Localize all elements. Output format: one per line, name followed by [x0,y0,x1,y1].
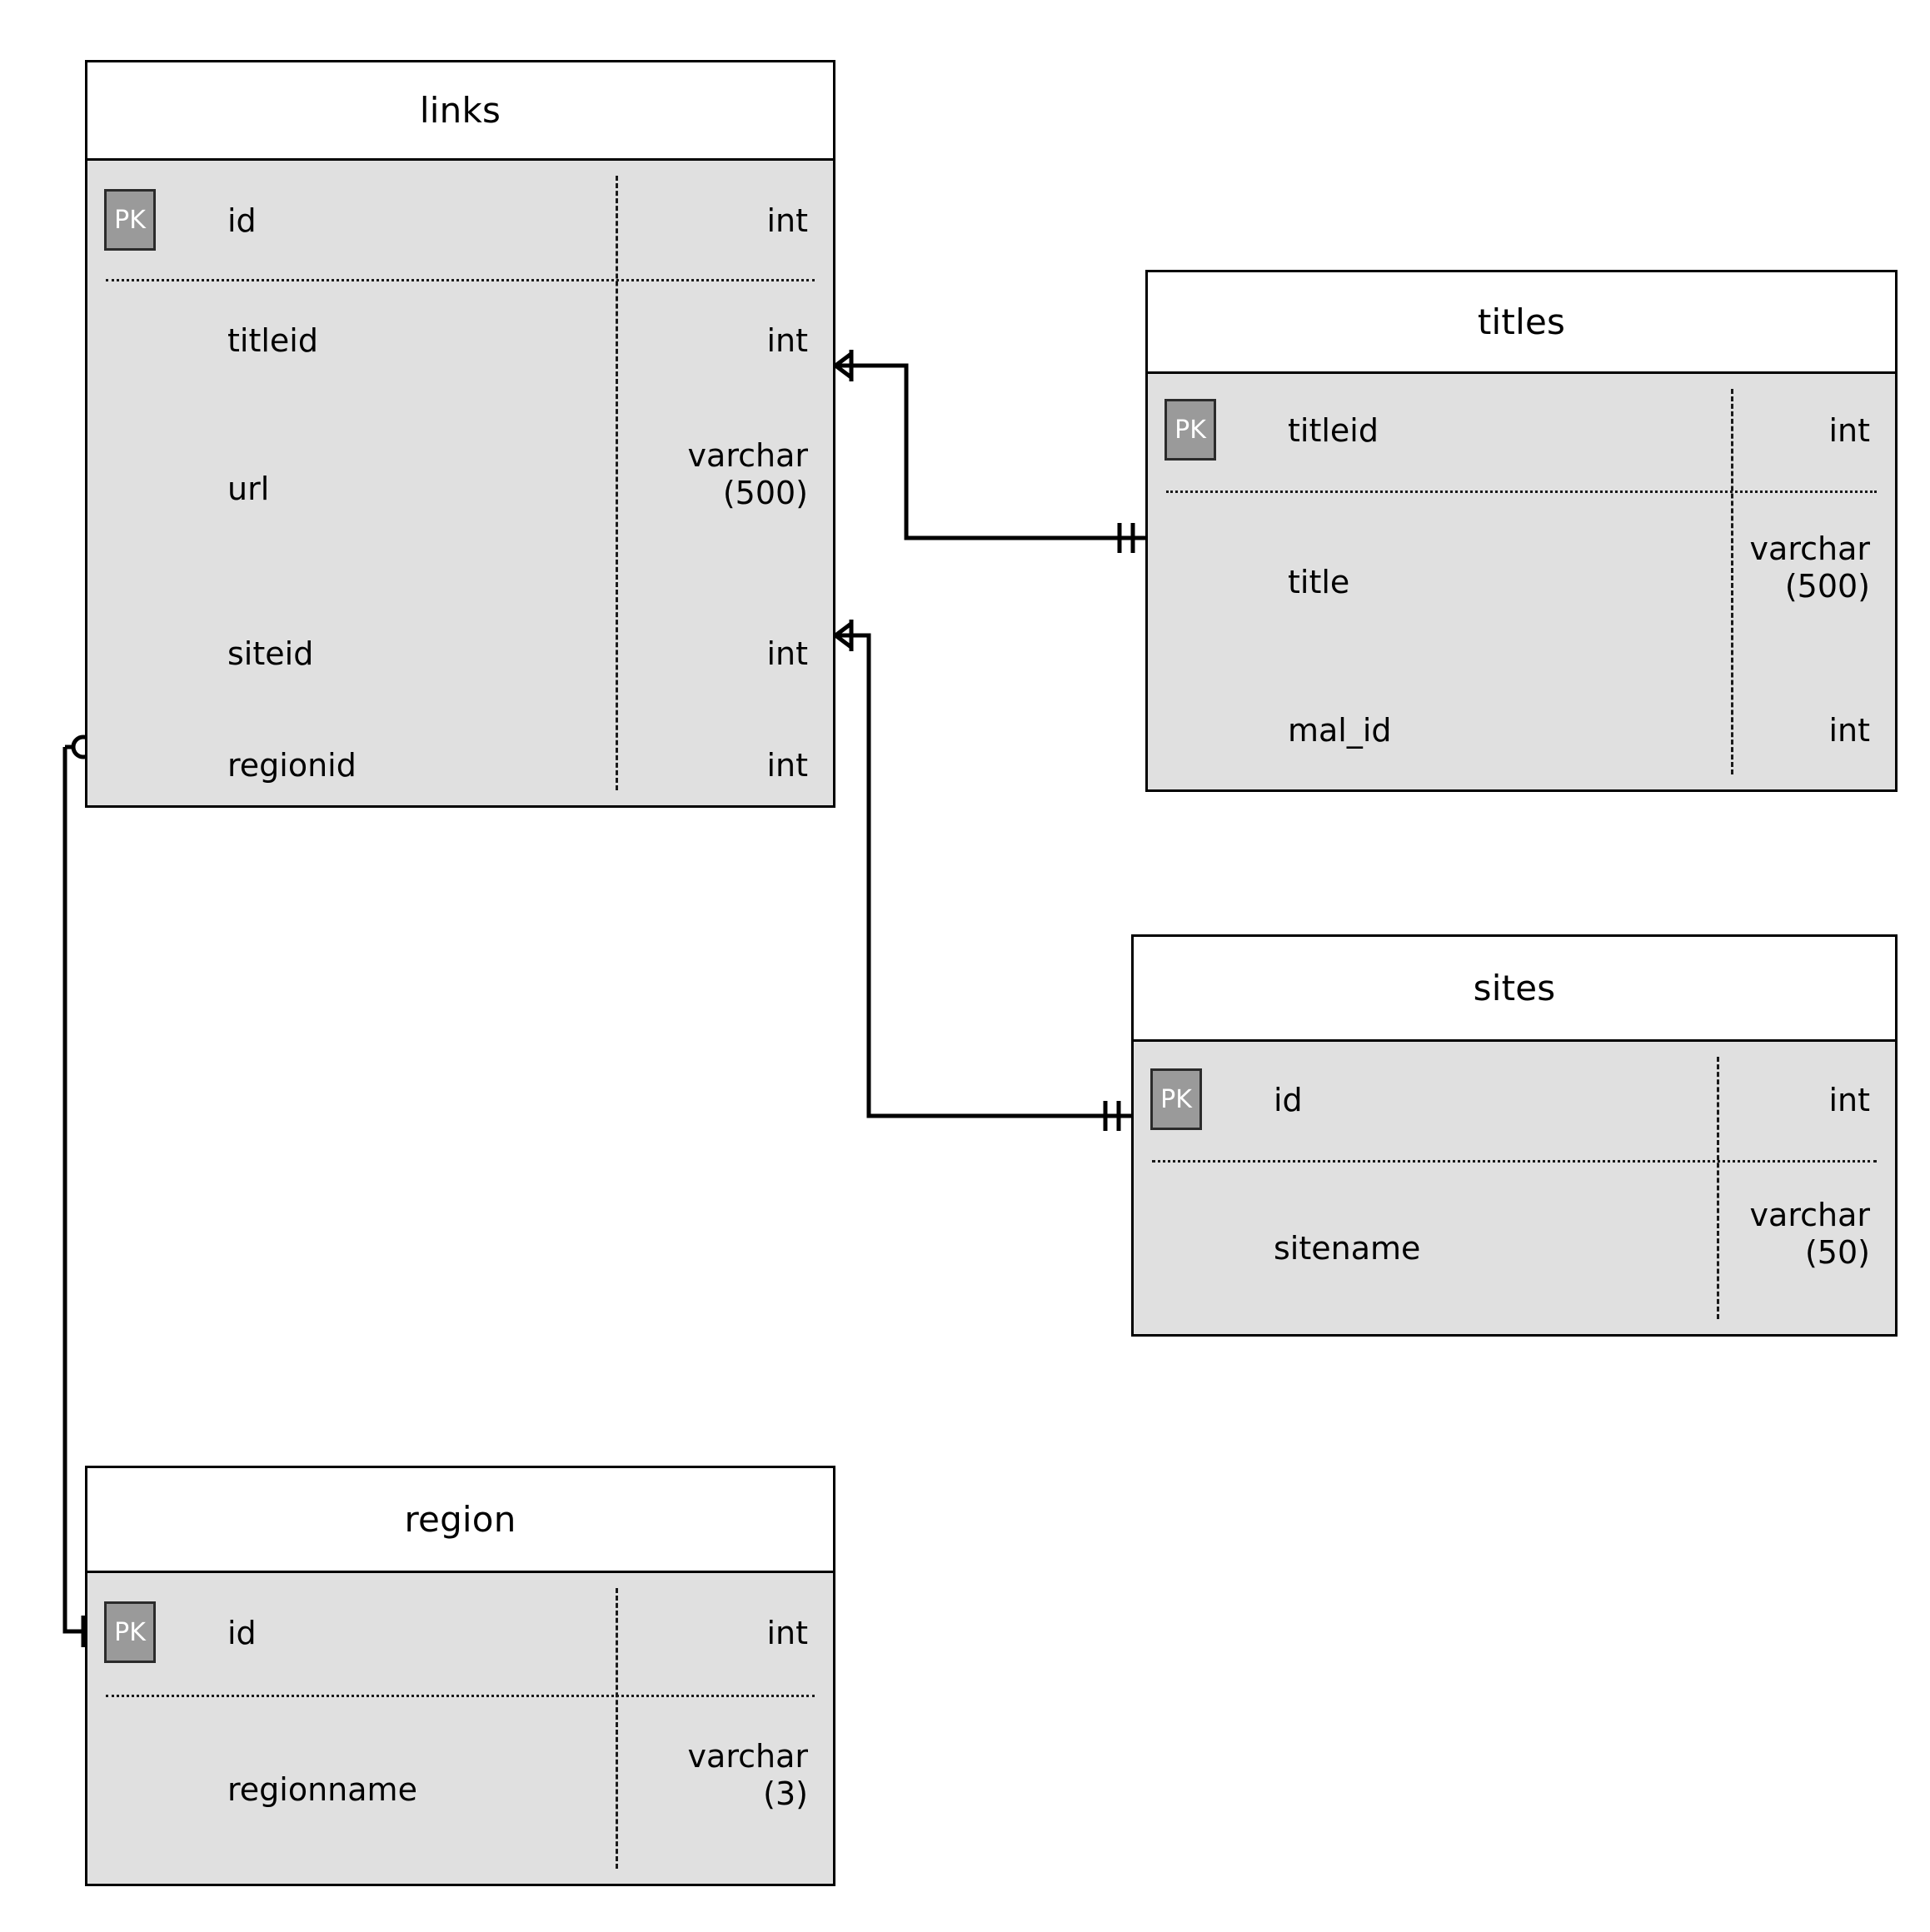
attribute-type: varchar (50) [1749,1197,1870,1271]
attribute-row[interactable]: regionname varchar (3) [87,1695,833,1881]
attribute-name: id [227,202,257,239]
attribute-name: regionid [227,747,357,784]
attribute-type: int [766,635,808,672]
relationship-line [852,633,1131,1118]
attribute-row[interactable]: PK id int [87,161,833,279]
entity-links-title: links [87,62,833,161]
attribute-row[interactable]: title varchar (500) [1148,490,1895,672]
pk-separator [1166,490,1877,493]
attribute-name: siteid [227,635,314,672]
pk-badge: PK [1150,1068,1202,1130]
column-separator [616,1588,618,1869]
pk-badge: PK [104,1601,156,1663]
entity-sites[interactable]: sites PK id int sitename varchar (50) [1131,934,1898,1337]
attribute-row[interactable]: siteid int [87,579,833,727]
attribute-row[interactable]: url varchar (500) [87,399,833,579]
entity-region-body: PK id int regionname varchar (3) [87,1573,833,1884]
pk-separator [106,1695,815,1697]
pk-separator [1152,1160,1877,1163]
pk-badge: PK [104,189,156,251]
attribute-name: sitename [1274,1230,1421,1267]
attribute-row[interactable]: sitename varchar (50) [1134,1160,1895,1335]
column-separator [1731,389,1733,774]
attribute-row[interactable]: mal_id int [1148,672,1895,789]
attribute-type: varchar (500) [687,437,808,511]
entity-region-title: region [87,1468,833,1573]
attribute-name: id [227,1615,257,1651]
column-separator [1717,1057,1719,1319]
attribute-type: int [766,202,808,239]
attribute-row[interactable]: PK id int [1134,1042,1895,1160]
attribute-name: title [1288,564,1350,600]
attribute-type: int [1828,412,1870,449]
entity-titles-body: PK titleid int title varchar (500) mal_i… [1148,374,1895,789]
relationship-line [62,747,83,1634]
entity-sites-body: PK id int sitename varchar (50) [1134,1042,1895,1334]
pk-badge: PK [1164,399,1216,461]
entity-links[interactable]: links PK id int titleid int url [85,60,835,808]
attribute-type: int [766,322,808,359]
attribute-row[interactable]: regionid int [87,727,833,810]
attribute-type: int [1828,1082,1870,1118]
attribute-row[interactable]: PK id int [87,1573,833,1695]
pk-separator [106,279,815,281]
attribute-type: varchar (500) [1749,530,1870,605]
relationship-links-titleid-to-titles [834,350,1145,553]
attribute-type: varchar (3) [687,1738,808,1812]
attribute-type: int [766,1615,808,1651]
attribute-row[interactable]: titleid int [87,279,833,399]
attribute-name: url [227,471,270,507]
attribute-type: int [1828,712,1870,749]
relationship-links-siteid-to-sites [834,620,1131,1131]
attribute-name: regionname [227,1771,417,1808]
attribute-name: titleid [227,322,318,359]
entity-titles[interactable]: titles PK titleid int title varchar (500… [1145,270,1898,792]
attribute-name: titleid [1288,412,1379,449]
column-separator [616,176,618,790]
attribute-row[interactable]: PK titleid int [1148,374,1895,490]
entity-sites-title: sites [1134,937,1895,1042]
attribute-name: mal_id [1288,712,1392,749]
attribute-type: int [766,747,808,784]
entity-titles-title: titles [1148,272,1895,374]
entity-region[interactable]: region PK id int regionname varchar (3) [85,1466,835,1886]
entity-links-body: PK id int titleid int url varchar (500) … [87,161,833,805]
relationship-line [852,363,1145,540]
attribute-name: id [1274,1082,1303,1118]
